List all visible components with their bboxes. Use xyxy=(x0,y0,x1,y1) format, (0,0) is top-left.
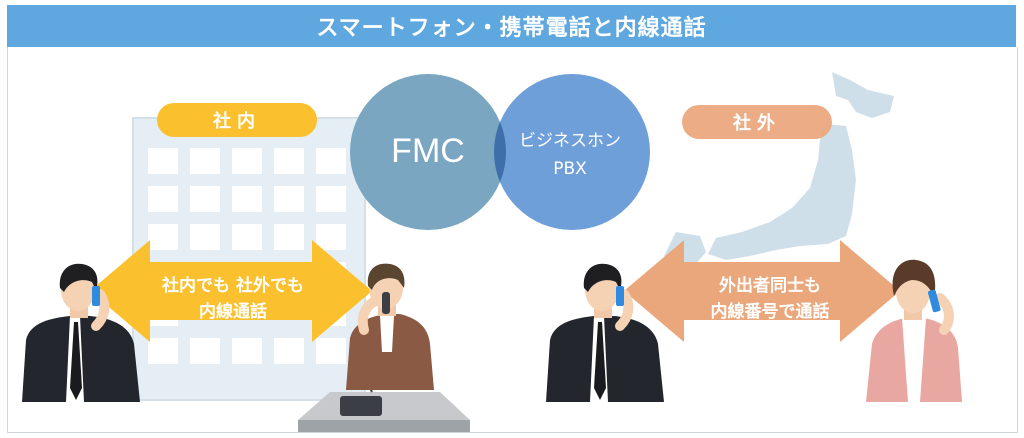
in-office-label: 社内 xyxy=(157,103,317,137)
pbx-label-line1: ビジネスホン xyxy=(519,131,621,151)
desk-phone xyxy=(298,329,470,432)
out-office-arrow xyxy=(624,240,900,342)
fmc-label: FMC xyxy=(391,132,465,170)
businessman-desk xyxy=(346,263,434,390)
office-building xyxy=(132,117,366,401)
fmc-circle xyxy=(350,74,506,230)
out-office-arrow-line2: 内線番号で通話 xyxy=(710,302,830,322)
in-office-arrow xyxy=(90,240,372,342)
pbx-label: ビジネスホン PBX xyxy=(505,127,635,183)
in-office-arrow-line2: 内線通話 xyxy=(199,302,267,322)
page-title: スマートフォン・携帯電話と内線通話 xyxy=(316,16,707,41)
out-office-arrow-text: 外出者同士も 内線番号で通話 xyxy=(670,273,870,325)
out-office-label: 社外 xyxy=(682,105,832,139)
businessman-right xyxy=(546,263,664,402)
pbx-circle xyxy=(494,74,650,230)
venn-diagram xyxy=(350,74,650,230)
japan-map xyxy=(664,72,894,274)
pbx-label-line2: PBX xyxy=(553,159,587,179)
diagram-frame xyxy=(7,47,1018,433)
title-bar: スマートフォン・携帯電話と内線通話 xyxy=(7,5,1016,47)
out-office-arrow-line1: 外出者同士も xyxy=(719,276,821,296)
in-office-arrow-line1: 社内でも 社外でも xyxy=(162,276,304,296)
businesswoman-right xyxy=(866,259,962,402)
in-office-arrow-text: 社内でも 社外でも 内線通話 xyxy=(143,273,323,325)
businessman-left xyxy=(22,263,140,402)
